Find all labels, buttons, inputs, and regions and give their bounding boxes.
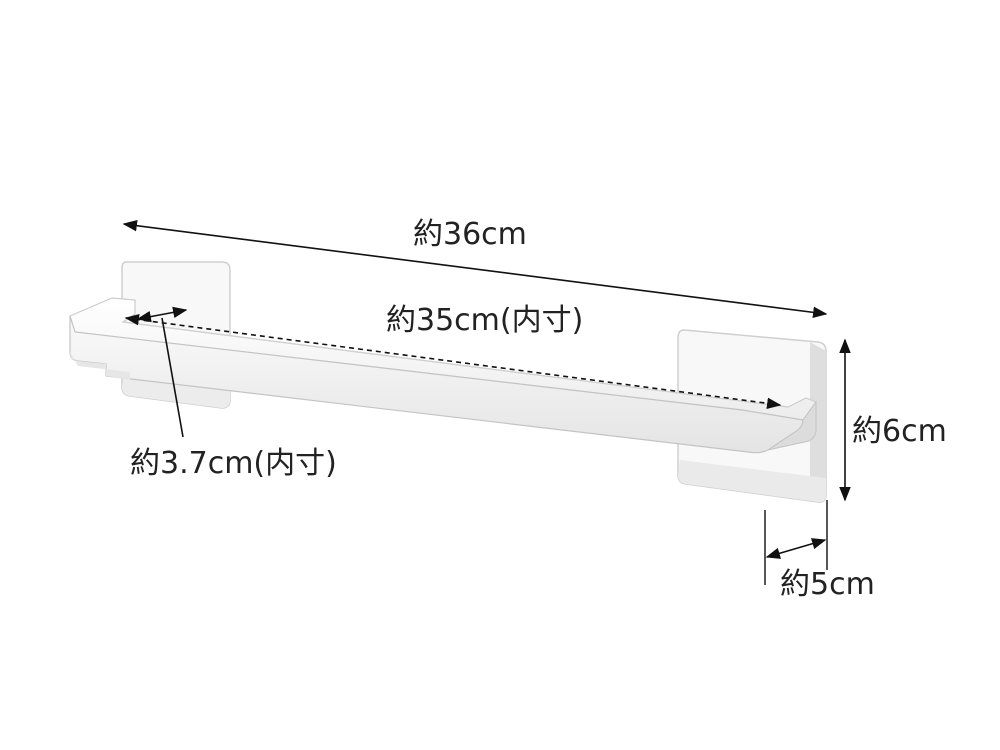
depth-arrow: [765, 538, 827, 559]
inner-depth-arrow: [136, 306, 188, 323]
dimension-labels: 約36cm 約35cm(内寸) 約3.7cm(内寸) 約6cm 約5cm: [130, 217, 947, 602]
bar-left-arm: [70, 352, 130, 380]
bar-right-arm: [767, 400, 817, 451]
overall-width-label: 約36cm: [413, 217, 527, 252]
height-label: 約6cm: [852, 414, 947, 449]
inner-width-arrow: [124, 313, 782, 410]
inner-depth-label: 約3.7cm(内寸): [130, 446, 337, 481]
inner-depth-leader: [161, 317, 184, 438]
inner-width-label: 約35cm(内寸): [386, 303, 583, 338]
depth-label: 約5cm: [780, 567, 875, 602]
overall-width-arrow: [122, 219, 828, 319]
dimension-lines: [122, 219, 851, 585]
